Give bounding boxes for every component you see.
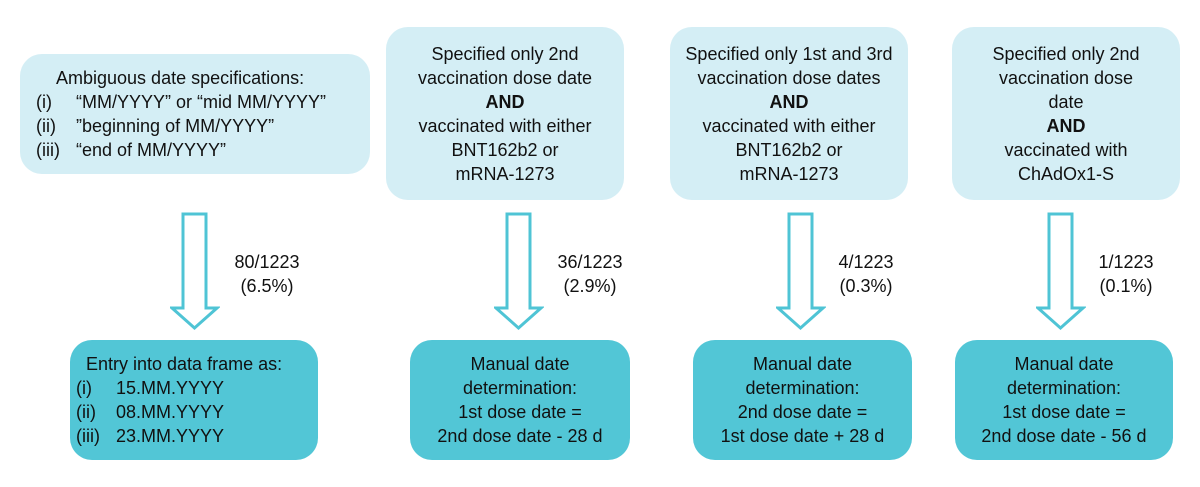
item-text: 15.MM.YYYY bbox=[116, 378, 225, 398]
box-line: Manual date bbox=[1014, 354, 1114, 374]
down-arrow-icon bbox=[494, 212, 544, 331]
box-line: BNT162b2 or bbox=[451, 139, 559, 160]
ambiguous-date-box: Ambiguous date specifications: (i) “MM/YY… bbox=[20, 54, 370, 174]
percent: (0.3%) bbox=[839, 276, 893, 296]
box-line: 2nd dose date - 56 d bbox=[981, 426, 1147, 446]
list-item: (i) “MM/YYYY” or “mid MM/YYYY” bbox=[36, 90, 370, 114]
box-line: mRNA-1273 bbox=[739, 163, 839, 184]
item-text: 23.MM.YYYY bbox=[116, 426, 225, 446]
percent: (6.5%) bbox=[240, 276, 294, 296]
box-line: Manual date bbox=[752, 354, 853, 374]
item-number: (ii) bbox=[76, 402, 96, 422]
box-line: vaccination dose dates bbox=[697, 67, 881, 88]
count: 36/1223 bbox=[557, 252, 623, 272]
count-label: 36/1223 (2.9%) bbox=[545, 250, 635, 298]
item-number: (iii) bbox=[36, 140, 60, 160]
down-arrow-icon bbox=[1036, 212, 1086, 331]
and-label: AND bbox=[485, 91, 525, 112]
list-item: (i) 15.MM.YYYY bbox=[76, 376, 318, 400]
box-line: determination: bbox=[1006, 378, 1122, 398]
and-label: AND bbox=[1046, 115, 1086, 136]
item-number: (ii) bbox=[36, 116, 56, 136]
box-line: 2nd dose date - 28 d bbox=[437, 426, 603, 446]
count: 80/1223 bbox=[234, 252, 300, 272]
box-line: vaccination dose date bbox=[417, 67, 593, 88]
manual-date-box: Manual date determination: 1st dose date… bbox=[410, 340, 630, 460]
list-item: (iii) “end of MM/YYYY” bbox=[36, 138, 370, 162]
item-number: (iii) bbox=[76, 426, 100, 446]
item-text: “end of MM/YYYY” bbox=[76, 140, 227, 160]
count-label: 4/1223 (0.3%) bbox=[826, 250, 906, 298]
box-title: Entry into data frame as: bbox=[86, 354, 283, 374]
item-text: 08.MM.YYYY bbox=[116, 402, 225, 422]
item-text: ”beginning of MM/YYYY” bbox=[76, 116, 275, 136]
box-line: ChAdOx1-S bbox=[1017, 163, 1115, 184]
list-item: (ii) 08.MM.YYYY bbox=[76, 400, 318, 424]
list-item: (iii) 23.MM.YYYY bbox=[76, 424, 318, 448]
box-line: 1st dose date + 28 d bbox=[720, 426, 885, 446]
box-title: Ambiguous date specifications: bbox=[56, 68, 305, 88]
box-line: vaccinated with bbox=[1004, 139, 1128, 160]
box-line: 1st dose date = bbox=[458, 402, 582, 422]
item-text: “MM/YYYY” or “mid MM/YYYY” bbox=[76, 92, 327, 112]
list-item: (ii) ”beginning of MM/YYYY” bbox=[36, 114, 370, 138]
count: 1/1223 bbox=[1098, 252, 1154, 272]
down-arrow-icon bbox=[170, 212, 220, 331]
count-label: 1/1223 (0.1%) bbox=[1086, 250, 1166, 298]
box-line: Specified only 1st and 3rd bbox=[685, 43, 893, 64]
count: 4/1223 bbox=[838, 252, 894, 272]
item-number: (i) bbox=[76, 378, 92, 398]
item-number: (i) bbox=[36, 92, 52, 112]
percent: (2.9%) bbox=[563, 276, 617, 296]
box-line: determination: bbox=[462, 378, 578, 398]
box-line: BNT162b2 or bbox=[735, 139, 843, 160]
box-line: mRNA-1273 bbox=[455, 163, 555, 184]
and-label: AND bbox=[769, 91, 809, 112]
specified-2nd-dose-chadox-box: Specified only 2nd vaccination dose date… bbox=[952, 27, 1180, 200]
data-frame-entry-box: Entry into data frame as: (i)15.MM.YYYY … bbox=[70, 340, 318, 460]
manual-date-box: Manual date determination: 1st dose date… bbox=[955, 340, 1173, 460]
box-line: 2nd dose date = bbox=[737, 402, 868, 422]
box-line: vaccination dose bbox=[998, 67, 1134, 88]
specified-1st-3rd-dose-mrna-box: Specified only 1st and 3rd vaccination d… bbox=[670, 27, 908, 200]
specified-2nd-dose-mrna-box: Specified only 2nd vaccination dose date… bbox=[386, 27, 624, 200]
down-arrow-icon bbox=[776, 212, 826, 331]
box-line: Specified only 2nd bbox=[992, 43, 1140, 64]
box-line: vaccinated with either bbox=[418, 115, 592, 136]
manual-date-box: Manual date determination: 2nd dose date… bbox=[693, 340, 912, 460]
box-line: determination: bbox=[745, 378, 860, 398]
count-label: 80/1223 (6.5%) bbox=[222, 250, 312, 298]
box-line: Manual date bbox=[470, 354, 570, 374]
box-line: date bbox=[1048, 91, 1084, 112]
box-line: vaccinated with either bbox=[702, 115, 876, 136]
box-line: Specified only 2nd bbox=[431, 43, 579, 64]
box-line: 1st dose date = bbox=[1002, 402, 1126, 422]
percent: (0.1%) bbox=[1099, 276, 1153, 296]
